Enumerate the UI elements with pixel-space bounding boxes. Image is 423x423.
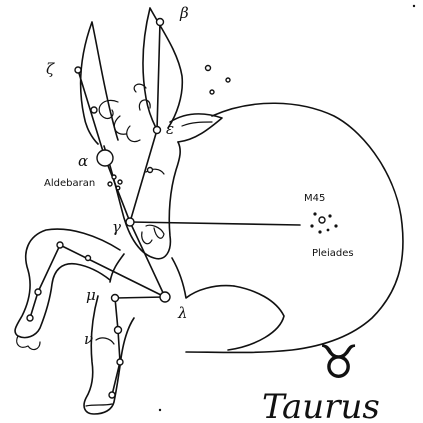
- pleiades-star-2: [313, 212, 316, 215]
- star-gamma: [126, 218, 134, 226]
- line-leg-lambda: [60, 245, 165, 297]
- label-alpha: α: [78, 152, 88, 170]
- star-field-2: [226, 78, 230, 82]
- star-raised-shin: [35, 289, 41, 295]
- star-leg-lower: [117, 359, 123, 365]
- star-field-3: [210, 90, 214, 94]
- star-raised-knee: [57, 242, 63, 248]
- line-leg-lower: [30, 292, 38, 318]
- left-horn: [81, 22, 118, 144]
- constellation-lines: [30, 22, 300, 395]
- label-mu: μ: [86, 286, 96, 304]
- pleiades-star-1: [319, 217, 325, 223]
- star-face: [148, 168, 153, 173]
- standing-hoof: [86, 404, 112, 406]
- star-hyades-3: [108, 182, 112, 186]
- label-m45: M45: [304, 193, 325, 204]
- star-leg-mid: [86, 256, 91, 261]
- label-aldebaran: Aldebaran: [44, 178, 95, 189]
- star-lambda: [160, 292, 170, 302]
- label-epsilon: ε: [166, 120, 174, 138]
- line-mu-lambda: [115, 297, 165, 298]
- label-lambda: λ: [177, 304, 188, 322]
- line-beta-epsilon: [157, 22, 160, 130]
- star-horn-mid: [91, 107, 97, 113]
- bull-back: [186, 103, 403, 352]
- bull-belly: [228, 286, 284, 350]
- line-gamma-pleiades: [130, 222, 300, 225]
- leg-joint: [96, 338, 114, 344]
- star-zeta: [75, 67, 81, 73]
- pleiades-star-4: [334, 224, 337, 227]
- star-field-1: [206, 66, 211, 71]
- line-mu-nu: [115, 298, 118, 330]
- star-hyades-4: [116, 186, 120, 190]
- taurus-zodiac-symbol: ♉: [318, 335, 359, 389]
- star-epsilon: [154, 127, 161, 134]
- stars: [27, 19, 230, 399]
- bull-face: [104, 142, 180, 259]
- pleiades-star-3: [328, 214, 331, 217]
- star-nu: [115, 327, 122, 334]
- star-mu: [112, 295, 119, 302]
- constellation-title: Taurus: [262, 387, 380, 423]
- star-hoof: [109, 392, 115, 398]
- label-gamma: γ: [112, 218, 121, 236]
- star-raised-foot: [27, 315, 33, 321]
- label-nu: ν: [84, 330, 93, 348]
- label-zeta: ζ: [46, 60, 55, 78]
- right-horn: [143, 8, 182, 128]
- pleiades-star-5: [310, 224, 313, 227]
- bull-muzzle: [142, 225, 164, 243]
- field-dot-bottom: [159, 409, 161, 411]
- right-ear: [170, 114, 222, 142]
- line-nu-lower: [118, 330, 120, 362]
- bull-chest: [110, 254, 234, 298]
- label-pleiades: Pleiades: [312, 248, 354, 259]
- pleiades-cluster: [310, 212, 337, 233]
- star-aldebaran: [97, 150, 113, 166]
- pleiades-star-7: [327, 229, 330, 232]
- raised-hoof: [17, 336, 40, 349]
- line-epsilon-gamma: [130, 130, 157, 222]
- field-dot-corner: [413, 5, 415, 7]
- star-hyades-2: [118, 180, 122, 184]
- line-leg-upper: [38, 245, 60, 292]
- ear-inner: [182, 122, 212, 126]
- star-beta: [157, 19, 164, 26]
- label-beta: β: [179, 4, 189, 22]
- pleiades-star-6: [318, 230, 321, 233]
- star-hyades-1: [112, 175, 116, 179]
